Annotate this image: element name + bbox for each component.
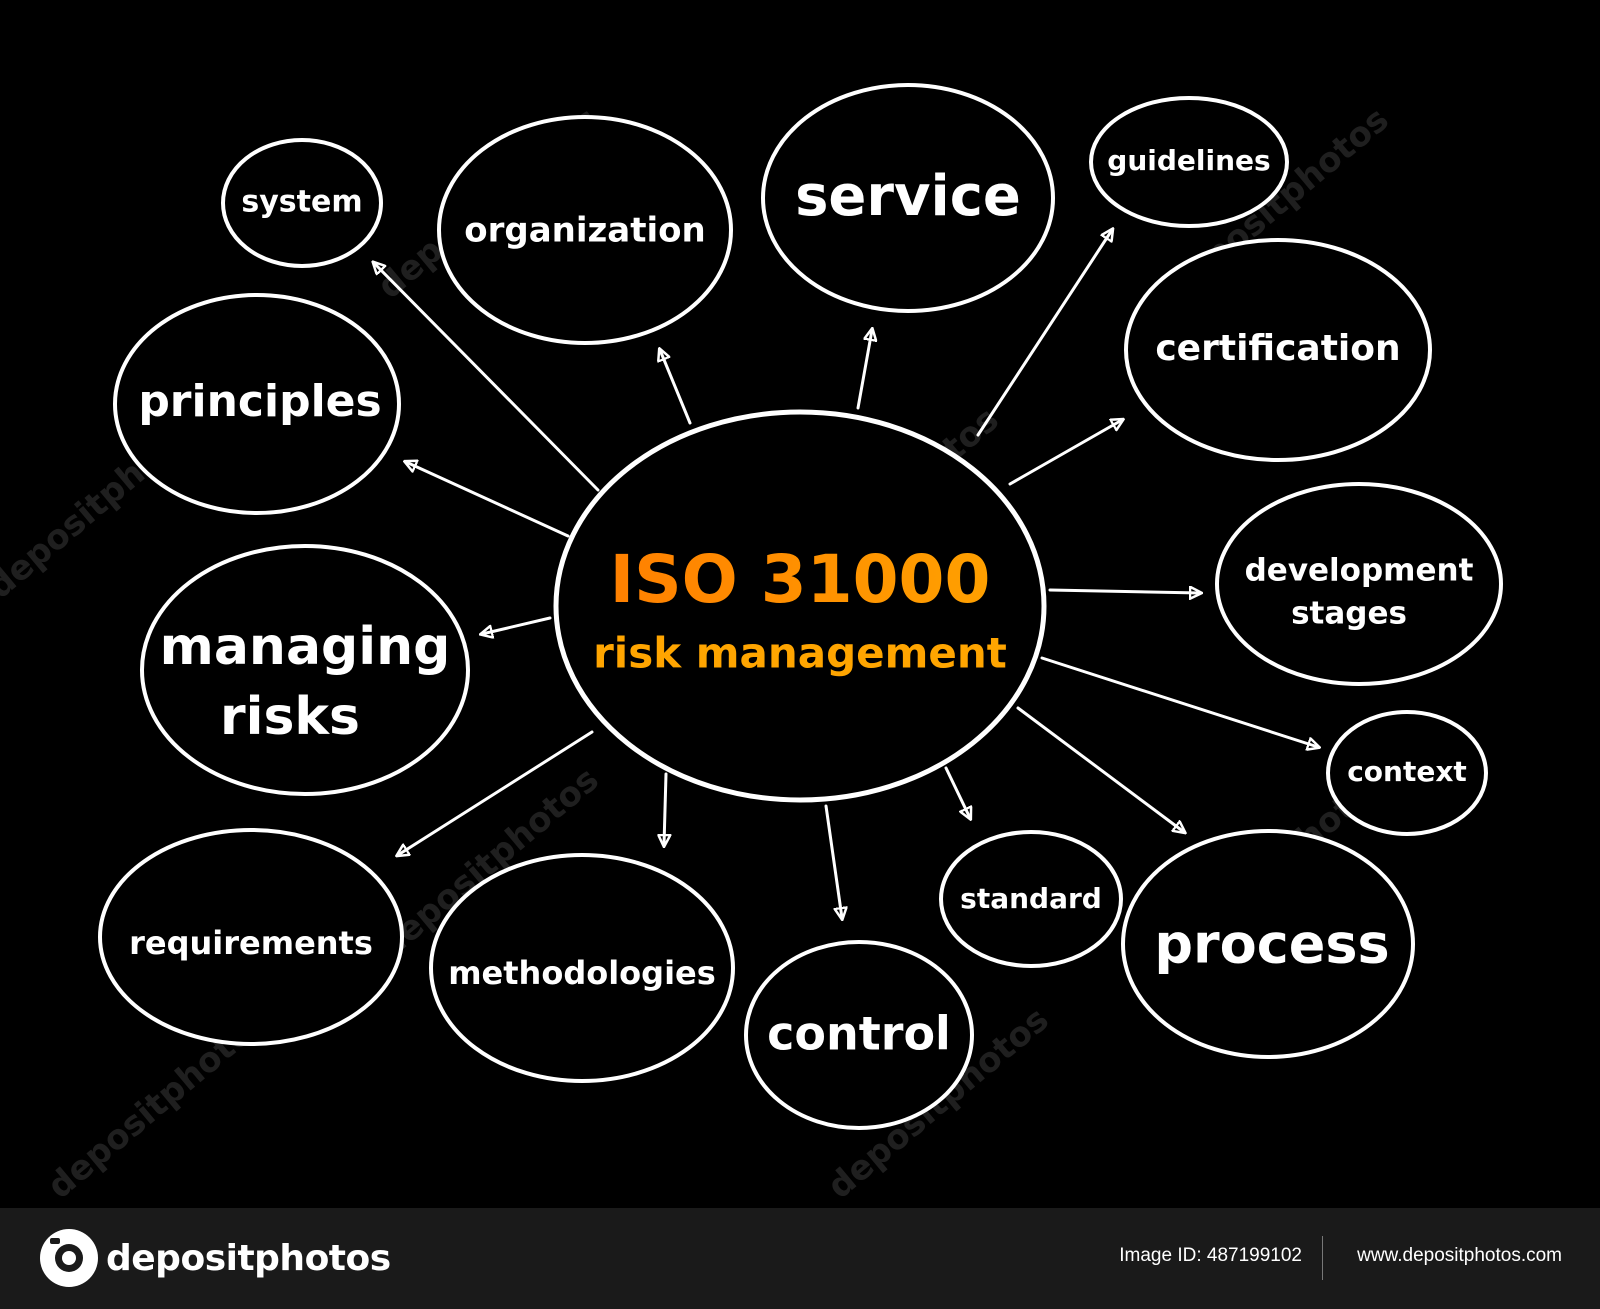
node-system-label: system xyxy=(241,185,362,220)
node-service-outline xyxy=(761,83,1055,313)
arrow-to-principles xyxy=(406,462,570,538)
node-managing-risks-label-line1: managing xyxy=(160,617,451,677)
node-development-stages-outline xyxy=(1215,482,1503,686)
arrow-to-certification xyxy=(1008,420,1122,486)
footer-divider xyxy=(1322,1236,1323,1280)
node-system-outline xyxy=(221,138,383,268)
node-organization-label: organization xyxy=(464,211,705,251)
mind-map-diagram: depositphotos depositphotos depositphoto… xyxy=(0,83,1503,1207)
node-process-outline xyxy=(1121,829,1415,1059)
arrow-to-methodologies xyxy=(664,772,666,845)
node-development-stages-label-line1: development xyxy=(1245,553,1474,589)
arrow-to-guidelines xyxy=(976,230,1112,437)
camera-icon xyxy=(40,1229,98,1287)
center-node: ISO 31000 risk management xyxy=(553,409,1047,803)
node-context-outline xyxy=(1326,710,1488,836)
node-control-outline xyxy=(744,940,974,1130)
node-certification-outline xyxy=(1124,238,1432,462)
node-layer xyxy=(98,83,1503,1130)
arrow-to-standard xyxy=(944,766,970,818)
arrow-to-managing-risks xyxy=(482,616,552,634)
arrow-to-process xyxy=(1016,706,1184,832)
arrow-to-context xyxy=(1040,656,1318,747)
connector-layer xyxy=(374,230,1318,918)
node-development-stages-label-line2: stages xyxy=(1291,596,1407,632)
node-standard-outline xyxy=(939,830,1123,968)
node-requirements-outline xyxy=(98,828,404,1046)
center-subtitle: risk management xyxy=(593,629,1007,678)
arrow-to-organization xyxy=(660,350,692,425)
brand-name: depositphotos xyxy=(106,1237,391,1279)
arrow-to-development-stages xyxy=(1048,590,1200,593)
node-principles-outline xyxy=(113,293,401,515)
brand[interactable]: depositphotos xyxy=(40,1229,391,1287)
node-organization-outline xyxy=(437,115,733,345)
node-control-label: control xyxy=(767,1007,951,1061)
arrow-to-service xyxy=(856,330,872,410)
arrow-to-system xyxy=(374,263,600,492)
node-guidelines-outline xyxy=(1089,96,1289,228)
node-managing-risks-outline xyxy=(140,544,470,796)
node-managing-risks-label-line2: risks xyxy=(220,687,360,747)
center-title: ISO 31000 xyxy=(610,541,991,618)
arrow-to-requirements xyxy=(398,730,594,855)
node-standard-label: standard xyxy=(960,882,1102,915)
center-node-outline xyxy=(553,409,1047,803)
node-service-label: service xyxy=(795,164,1021,229)
node-methodologies-outline xyxy=(429,853,735,1083)
node-process-label: process xyxy=(1154,913,1389,976)
arrow-to-control xyxy=(824,804,842,918)
image-id: Image ID: 487199102 xyxy=(1119,1245,1302,1266)
node-guidelines-label: guidelines xyxy=(1107,144,1270,177)
node-methodologies-label: methodologies xyxy=(448,954,716,992)
mind-map-board: depositphotos depositphotos depositphoto… xyxy=(0,83,1503,1207)
node-certification-label: certification xyxy=(1155,328,1400,369)
site-url[interactable]: www.depositphotos.com xyxy=(1357,1245,1562,1266)
label-layer: system organization service guidelines p… xyxy=(129,144,1473,1061)
stock-footer: depositphotos Image ID: 487199102 www.de… xyxy=(0,1208,1600,1309)
node-principles-label: principles xyxy=(138,376,381,427)
node-context-label: context xyxy=(1347,755,1467,788)
node-requirements-label: requirements xyxy=(129,924,373,962)
